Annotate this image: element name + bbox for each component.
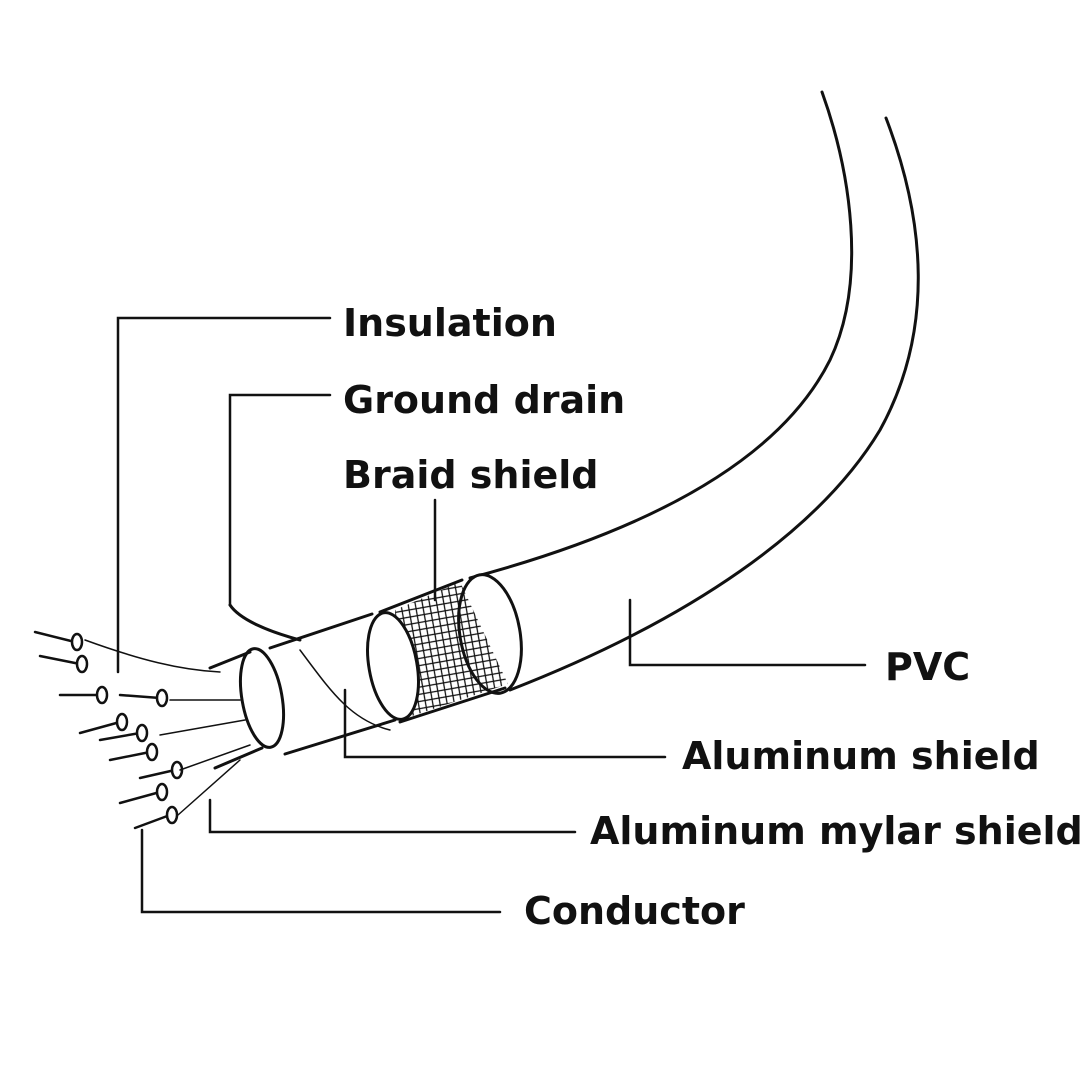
label-pvc: PVC xyxy=(885,645,971,689)
ground-drain-wire xyxy=(228,603,302,642)
label-aluminum-mylar-shield: Aluminum mylar shield xyxy=(590,809,1080,853)
label-aluminum-shield: Aluminum shield xyxy=(682,734,1040,778)
leader-insulation xyxy=(116,316,332,674)
label-conductor: Conductor xyxy=(524,889,745,933)
label-ground-drain: Ground drain xyxy=(343,378,626,422)
leader-aluminum-mylar-shield xyxy=(208,798,577,834)
leader-conductor xyxy=(140,828,502,914)
aluminum-mylar-shield xyxy=(208,650,264,770)
label-insulation: Insulation xyxy=(343,301,557,345)
leader-lines xyxy=(116,316,867,914)
leader-pvc xyxy=(628,598,867,667)
braid-shield xyxy=(366,578,508,724)
leader-aluminum-shield xyxy=(343,688,667,759)
leader-ground-drain xyxy=(228,393,332,607)
conductors xyxy=(33,630,251,830)
aluminum-shield xyxy=(238,612,397,756)
label-braid-shield: Braid shield xyxy=(343,453,599,497)
